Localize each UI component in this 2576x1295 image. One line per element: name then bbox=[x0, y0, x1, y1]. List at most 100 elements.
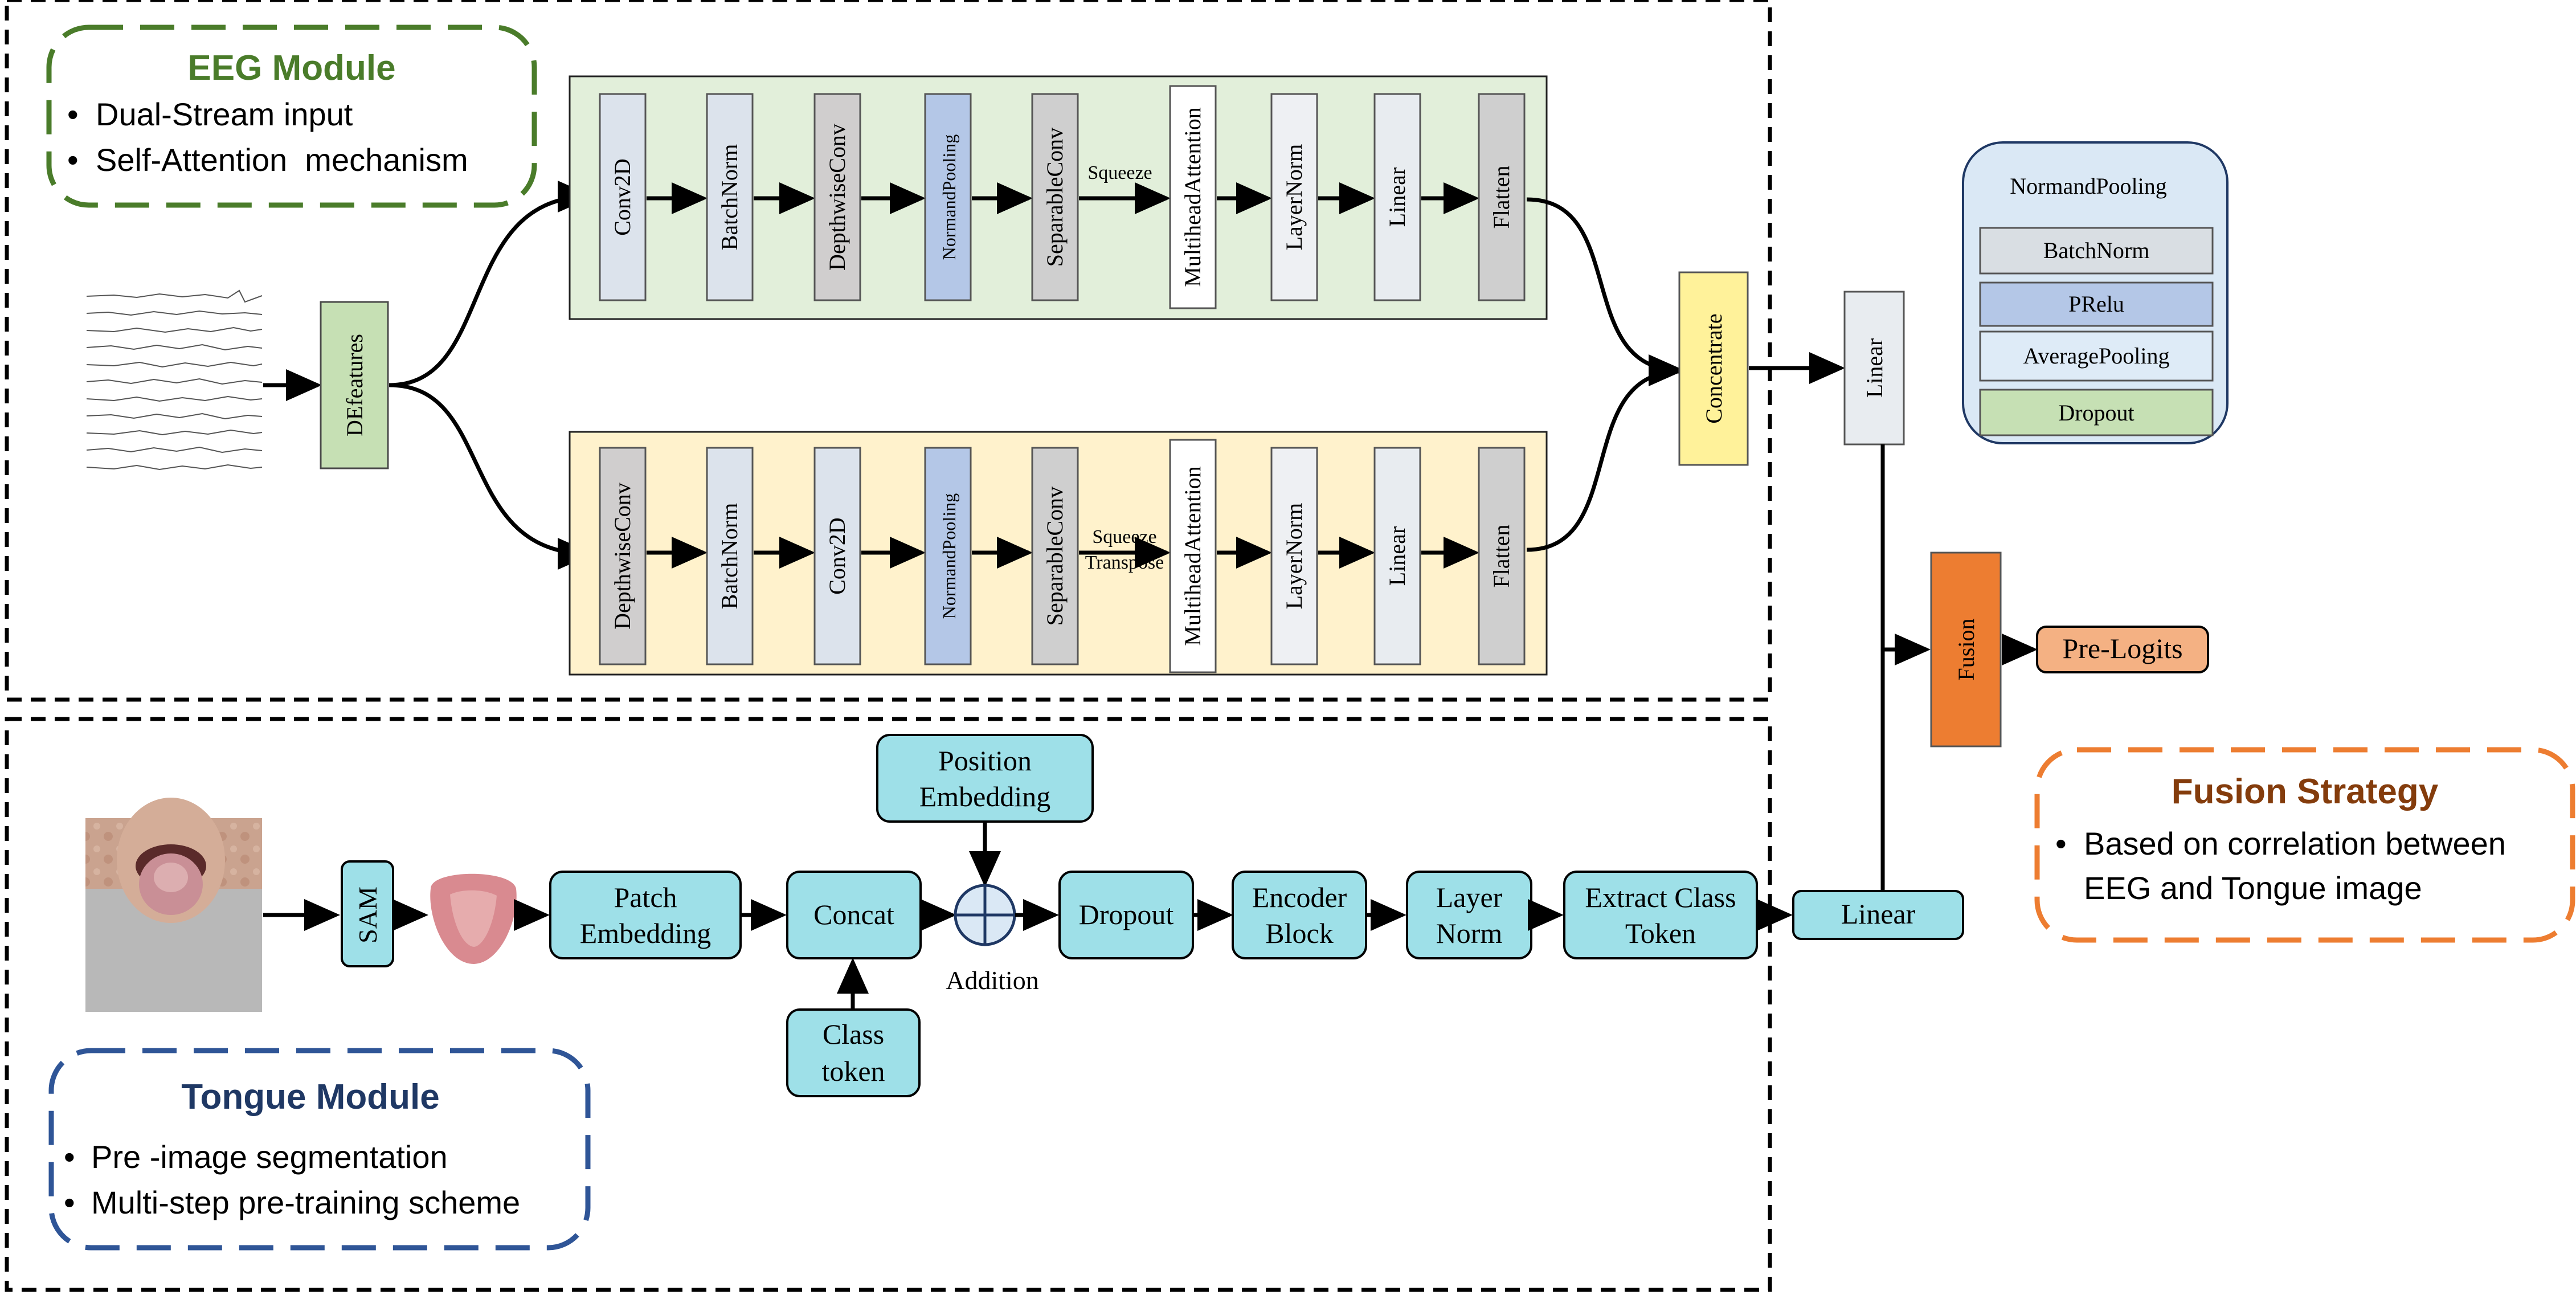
patch-embedding-line-1: Patch bbox=[614, 881, 677, 913]
top-stream-block-2 bbox=[706, 93, 754, 301]
branch-curve-bottom bbox=[389, 383, 594, 570]
position-embedding-line-1: Position bbox=[938, 745, 1032, 777]
top-stream-block-1 bbox=[599, 93, 647, 301]
legend-prelu bbox=[1979, 281, 2214, 327]
dropout-block[interactable]: Dropout bbox=[1058, 871, 1194, 959]
patch-embedding-line-2: Embedding bbox=[580, 917, 712, 949]
top-stream-label-5: SeparableConv bbox=[1042, 128, 1068, 267]
tongue-bullet-1-text: Pre -image segmentation bbox=[91, 1139, 448, 1175]
bottom-stream-block-3 bbox=[813, 447, 861, 665]
position-embedding-line-2: Embedding bbox=[919, 781, 1051, 812]
sam-block[interactable]: SAM bbox=[341, 860, 394, 967]
merge-curve-top bbox=[1526, 197, 1684, 386]
branch-curve-top bbox=[389, 181, 594, 387]
merge-curve-bottom bbox=[1526, 369, 1681, 552]
defeatures-label: DEfeatures bbox=[342, 334, 367, 436]
legend-title: NormandPooling bbox=[2010, 173, 2167, 199]
class-token-block[interactable]: Class token bbox=[786, 1008, 921, 1097]
eeg-bullet-2-text: Self-Attention mechanism bbox=[96, 142, 468, 178]
prelogits-label: Pre-Logits bbox=[2062, 632, 2182, 664]
encoder-block-line-2: Block bbox=[1265, 917, 1333, 949]
segmented-tongue-image bbox=[430, 873, 517, 964]
encoder-block-line-1: Encoder bbox=[1252, 881, 1347, 913]
eeg-linear-label: Linear bbox=[1862, 338, 1887, 398]
prelogits-block: Pre-Logits bbox=[2036, 626, 2209, 673]
addition-label: Addition bbox=[946, 966, 1039, 995]
eeg-bullet-1: • bbox=[67, 96, 79, 132]
top-stream-label-8: Linear bbox=[1384, 168, 1410, 227]
bottom-stream-block-9 bbox=[1478, 447, 1526, 665]
top-stream-label-9: Flatten bbox=[1489, 165, 1514, 228]
concat-label: Concat bbox=[813, 898, 894, 930]
fusion-block: Fusion bbox=[1930, 552, 2002, 747]
encoder-block[interactable]: Encoder Block bbox=[1232, 871, 1367, 959]
extract-class-token-line-2: Token bbox=[1625, 917, 1696, 949]
top-stream-label-3: DepthwiseConv bbox=[824, 124, 850, 271]
tongue-bullet-2: • bbox=[64, 1184, 75, 1220]
patch-embedding-block[interactable]: Patch Embedding bbox=[549, 871, 742, 959]
bottom-stream-block-4 bbox=[924, 447, 972, 665]
bottom-stream-label-5: SeparableConv bbox=[1042, 487, 1068, 626]
eeg-module-title: EEG Module bbox=[187, 48, 395, 88]
bottom-stream-block-2 bbox=[706, 447, 754, 665]
bottom-transpose-label: Transpose bbox=[1085, 552, 1164, 573]
legend-batchnorm-label: BatchNorm bbox=[2043, 238, 2150, 263]
tongue-bullet-2-text: Multi-step pre-training scheme bbox=[91, 1184, 520, 1220]
top-stream-label-2: BatchNorm bbox=[717, 144, 742, 251]
bottom-stream-label-8: Linear bbox=[1384, 526, 1410, 586]
top-stream-label-7: LayerNorm bbox=[1281, 144, 1307, 251]
extract-class-token-line-1: Extract Class bbox=[1585, 881, 1736, 913]
class-token-line-2: token bbox=[821, 1055, 885, 1087]
tongue-module-title: Tongue Module bbox=[181, 1077, 439, 1117]
eeg-bullet-2: • bbox=[67, 142, 79, 178]
position-embedding-block[interactable]: Position Embedding bbox=[876, 734, 1094, 823]
tongue-module-frame bbox=[5, 717, 1772, 1292]
legend-averagepooling bbox=[1979, 330, 2214, 382]
tongue-bullet-1: • bbox=[64, 1139, 75, 1175]
eeg-linear-block: Linear bbox=[1843, 291, 1905, 446]
bottom-stream-block-8 bbox=[1373, 447, 1421, 665]
legend-batchnorm bbox=[1979, 227, 2214, 275]
fusion-bullet: • bbox=[2055, 826, 2067, 861]
layer-norm-block[interactable]: Layer Norm bbox=[1406, 871, 1532, 959]
tongue-photo bbox=[85, 798, 262, 1012]
top-stream-block-6 bbox=[1169, 85, 1217, 309]
bottom-stream-label-6: MultiheadAttention bbox=[1180, 466, 1205, 646]
top-stream-label-4: NormandPooling bbox=[939, 134, 959, 260]
bottom-stream-label-9: Flatten bbox=[1489, 524, 1514, 587]
sam-label: SAM bbox=[353, 887, 382, 943]
top-stream-block-8 bbox=[1373, 93, 1421, 301]
eeg-signal-waveform bbox=[86, 289, 263, 471]
top-stream-block-3 bbox=[813, 93, 861, 301]
top-stream-block-4 bbox=[924, 93, 972, 301]
addition-operator bbox=[954, 884, 1016, 946]
dropout-label: Dropout bbox=[1079, 898, 1174, 930]
bottom-stream-block-5 bbox=[1031, 447, 1079, 665]
top-stream-block-9 bbox=[1478, 93, 1526, 301]
eeg-module-frame bbox=[5, 0, 1772, 702]
bottom-stream-block-6 bbox=[1169, 439, 1217, 673]
bottom-stream-label-1: DepthwiseConv bbox=[610, 483, 635, 630]
class-token-line-1: Class bbox=[823, 1018, 884, 1050]
bottom-stream-label-7: LayerNorm bbox=[1281, 503, 1307, 610]
fusion-strategy-callout: Fusion Strategy • Based on correlation b… bbox=[2034, 747, 2575, 943]
bottom-stream-label-2: BatchNorm bbox=[717, 503, 742, 610]
fusion-bullet-line-1: Based on correlation between bbox=[2084, 826, 2506, 861]
extract-class-token-block[interactable]: Extract Class Token bbox=[1563, 871, 1758, 959]
concat-block[interactable]: Concat bbox=[786, 871, 922, 959]
bottom-stream-block-1 bbox=[599, 447, 647, 665]
top-stream-block-5 bbox=[1031, 93, 1079, 301]
layer-norm-line-2: Norm bbox=[1436, 917, 1503, 949]
legend-averagepooling-label: AveragePooling bbox=[2023, 343, 2170, 369]
normandpooling-legend: NormandPooling BatchNorm PRelu AveragePo… bbox=[1962, 141, 2229, 444]
bottom-stream-block-7 bbox=[1270, 447, 1318, 665]
eeg-bullet-1-text: Dual-Stream input bbox=[96, 96, 353, 132]
defeatures-block: DEfeatures bbox=[320, 301, 389, 469]
tongue-linear-block[interactable]: Linear bbox=[1792, 890, 1964, 940]
fusion-bullet-line-2: EEG and Tongue image bbox=[2084, 870, 2422, 906]
legend-dropout bbox=[1979, 389, 2214, 436]
